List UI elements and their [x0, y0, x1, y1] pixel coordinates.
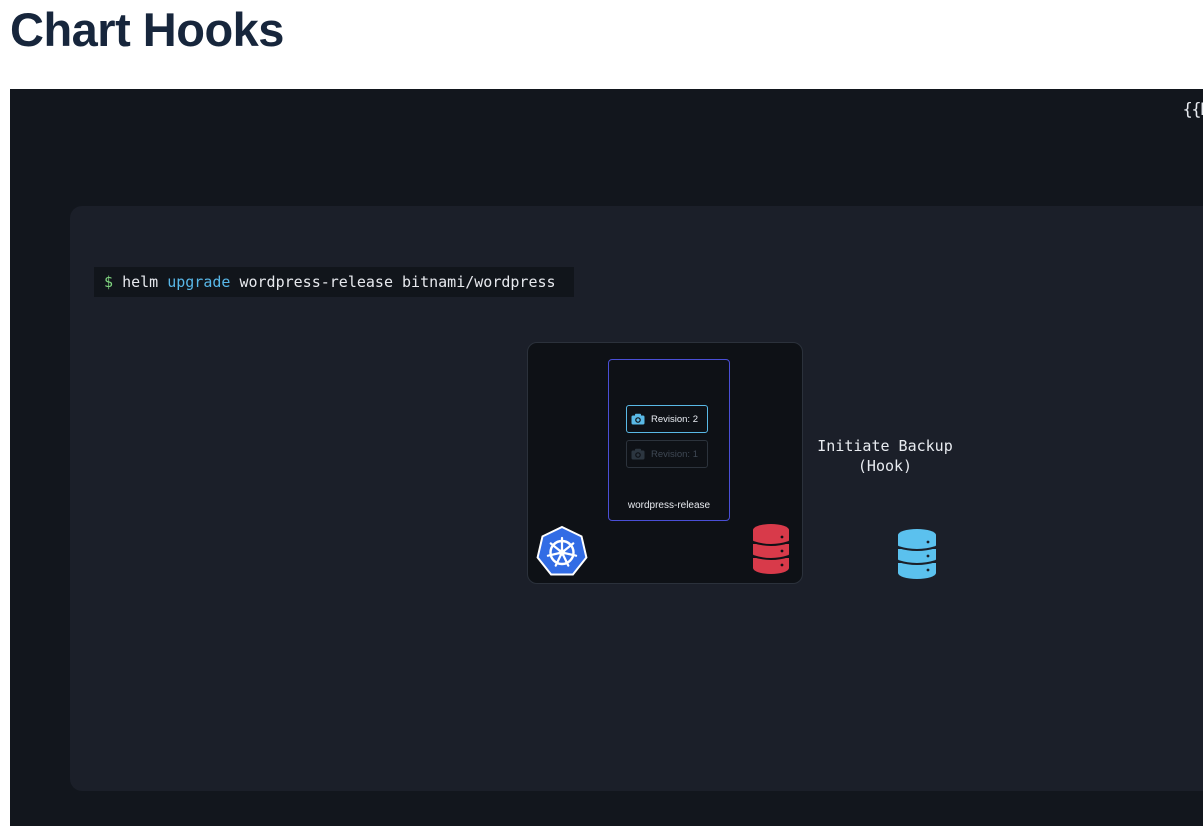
terminal-command-name: helm [122, 273, 159, 291]
release-name: wordpress-release [627, 500, 711, 511]
release-box: Revision: 2 Revision: 1 wordpress-releas… [608, 359, 730, 521]
terminal-prompt: $ [104, 273, 114, 291]
revision-label: Revision: 2 [651, 413, 698, 425]
backup-database-icon [897, 529, 937, 579]
terminal-args: wordpress-release bitnami/wordpress [239, 273, 556, 291]
terminal-command: $ helm upgrade wordpress-release bitnami… [94, 267, 574, 297]
brand-logo: {{K [1182, 100, 1203, 120]
revision-2-card: Revision: 2 [626, 405, 708, 433]
kubernetes-icon [536, 525, 588, 576]
video-frame[interactable]: {{K $ helm upgrade wordpress-release bit… [10, 89, 1203, 826]
revision-label: Revision: 1 [651, 448, 698, 460]
release-database-icon [752, 524, 790, 574]
kubernetes-cluster: Revision: 2 Revision: 1 wordpress-releas… [527, 342, 803, 584]
camera-icon [631, 448, 645, 460]
hook-label: Initiate Backup (Hook) [817, 437, 953, 475]
camera-icon [631, 413, 645, 425]
terminal-subcommand: upgrade [167, 273, 231, 291]
revision-1-card: Revision: 1 [626, 440, 708, 468]
page-title: Chart Hooks [10, 3, 284, 56]
diagram-stage: $ helm upgrade wordpress-release bitnami… [70, 206, 1203, 791]
